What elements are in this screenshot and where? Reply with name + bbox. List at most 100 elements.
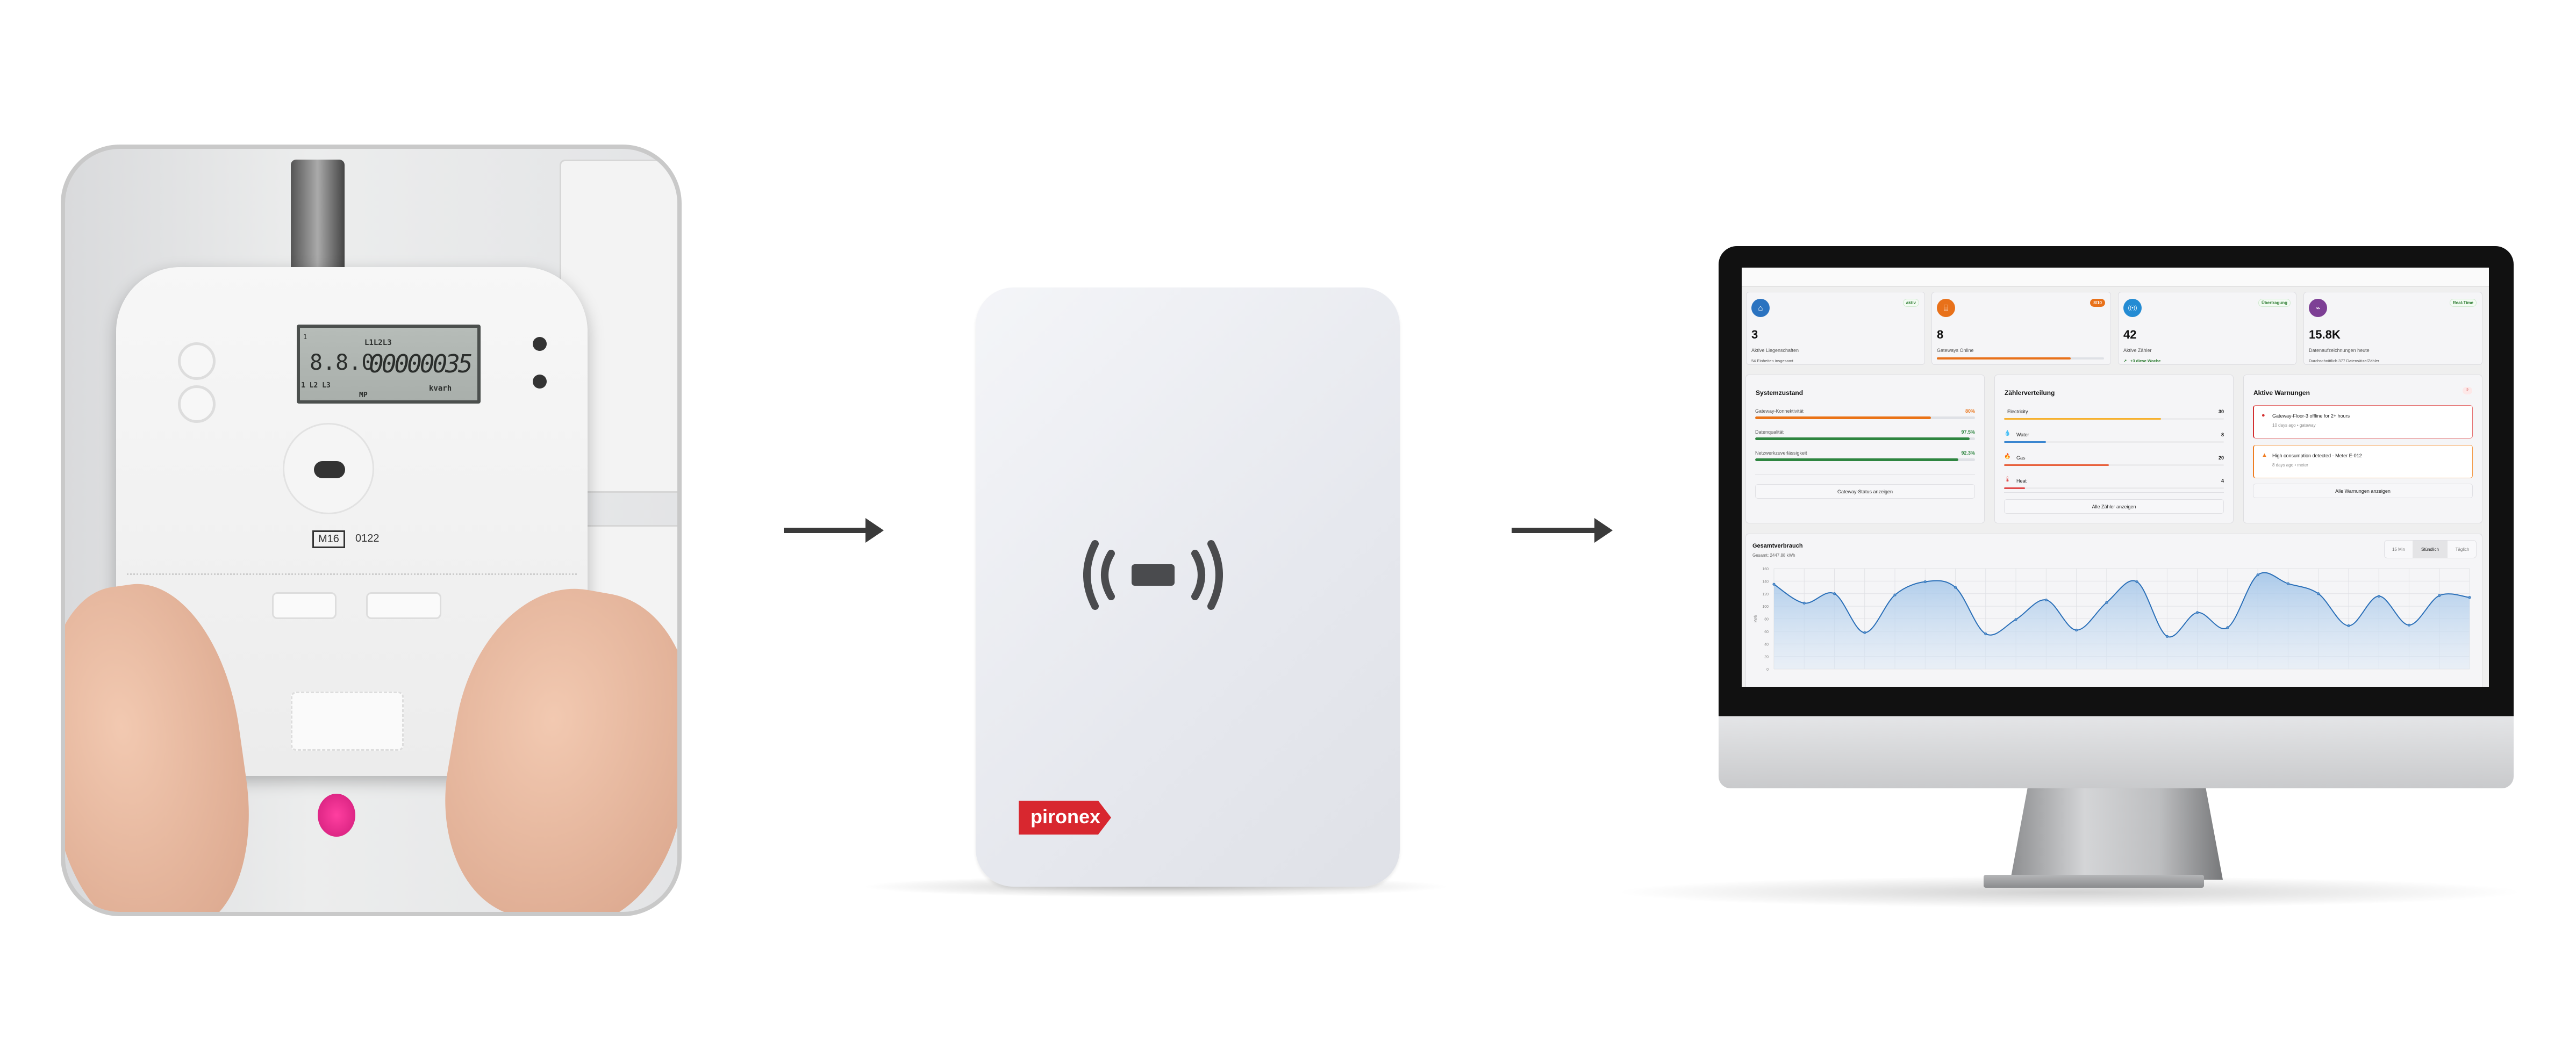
divider <box>2004 492 2224 493</box>
panel-title: Zählerverteilung <box>2005 389 2055 397</box>
health-label: Gateway-Konnektivität <box>1755 408 1804 414</box>
meter-type-bar <box>2004 418 2224 420</box>
kpi-badge: Übertragung <box>2258 299 2291 307</box>
kpi-sub: 54 Einheiten insgesamt <box>1751 358 1793 363</box>
led-indicator <box>533 337 547 351</box>
flame-icon: 🔥 <box>2004 454 2011 459</box>
lcd-marker: 1 <box>303 333 307 341</box>
led-indicator <box>533 375 547 389</box>
data-point <box>1863 631 1866 634</box>
kpi-label: Gateways Online <box>1937 348 1974 353</box>
data-point <box>2135 580 2138 584</box>
kpi-badge: 8/10 <box>2090 299 2105 307</box>
nfc-wireless-icon <box>1083 540 1223 610</box>
warnings-panel: Aktive Warnungen 2 ● Gateway-Floor-3 off… <box>2243 375 2482 523</box>
kpi-card-meters[interactable]: ((•)) Übertragung 42 Aktive Zähler ↗ +3 … <box>2118 292 2296 365</box>
data-point <box>2014 618 2017 621</box>
alert-item[interactable]: ▲ High consumption detected - Meter E-01… <box>2253 445 2473 478</box>
meter-distribution-panel: Zählerverteilung Alle Zähler anzeigen El… <box>1994 375 2234 523</box>
flow-arrow-icon <box>784 518 884 543</box>
y-tick-label: 20 <box>1764 656 1769 659</box>
range-daily[interactable]: Täglich <box>2455 547 2470 552</box>
all-meters-button[interactable]: Alle Zähler anzeigen <box>2004 499 2224 514</box>
monitor-stand-base <box>1984 875 2204 888</box>
meter-type-label: Water <box>2016 432 2029 437</box>
data-point <box>2196 611 2199 614</box>
meter-type-bar <box>2004 487 2224 489</box>
smart-meter-photo: 1 L1L2L3 8.8.0 00000035 1 L2 L3 MP kvarh… <box>61 145 682 916</box>
kpi-badge: aktiv <box>1902 299 1919 307</box>
meter-type-count: 4 <box>2221 478 2224 484</box>
pironex-logo: pironex <box>1019 801 1111 835</box>
panel-title: Aktive Warnungen <box>2253 389 2310 397</box>
lcd-phases-top: L1L2L3 <box>364 339 392 347</box>
kpi-badge: Real-Time <box>2449 299 2477 307</box>
dashboard-header <box>1742 268 2489 287</box>
kpi-label: Datenaufzeichnungen heute <box>2309 348 2370 353</box>
all-warnings-button[interactable]: Alle Warnungen anzeigen <box>2253 484 2473 498</box>
meter-type-label: Heat <box>2016 478 2027 484</box>
health-progress <box>1755 437 1975 440</box>
alert-meta: 10 days ago • gateway <box>2272 423 2316 428</box>
health-label: Datenqualität <box>1755 429 1784 435</box>
data-point <box>1772 583 1776 586</box>
lcd-left-digits: 8.8.0 <box>310 350 375 375</box>
meter-type-count: 30 <box>2218 409 2224 414</box>
chart-title: Gesamtverbrauch <box>1752 543 1803 549</box>
panel-title: Systemzustand <box>1756 389 1804 397</box>
meter-type-bar <box>2004 464 2224 466</box>
kpi-card-records[interactable]: ⌁ Real-Time 15.8K Datenaufzeichnungen he… <box>2303 292 2482 365</box>
seal-screw <box>178 342 216 380</box>
data-point <box>1923 580 1927 584</box>
data-point <box>2468 596 2471 599</box>
meter-model: M16 <box>312 530 345 548</box>
data-point <box>2286 582 2290 585</box>
system-health-panel: Systemzustand Gateway-Status anzeigen Ga… <box>1745 375 1985 523</box>
health-value: 97.5% <box>1961 429 1975 435</box>
water-drop-icon: 💧 <box>2004 430 2011 436</box>
data-point <box>2347 624 2350 627</box>
meter-year-code: 0122 <box>355 533 380 544</box>
y-tick-label: 100 <box>1762 605 1769 609</box>
kpi-label: Aktive Liegenschaften <box>1751 348 1799 353</box>
pulse-icon: ⌁ <box>2309 299 2327 317</box>
lcd-main-digits: 00000035 <box>369 349 473 378</box>
meter-type-bar <box>2004 441 2224 443</box>
meter-grille <box>127 573 577 584</box>
meter-button <box>366 592 441 619</box>
range-hourly[interactable]: Stündlich <box>2413 541 2448 558</box>
warnings-count-badge: 2 <box>2463 387 2472 394</box>
health-value: 80% <box>1965 408 1975 414</box>
consumption-area <box>1774 572 2470 669</box>
range-toggle: 15 Min Stündlich Täglich <box>2384 540 2477 558</box>
data-point <box>1893 593 1897 596</box>
alert-title: High consumption detected - Meter E-012 <box>2272 453 2362 458</box>
data-point <box>2105 601 2108 604</box>
data-point <box>1802 601 1806 605</box>
divider <box>1755 474 1975 475</box>
range-15min[interactable]: 15 Min <box>2392 547 2405 552</box>
kpi-value: 15.8K <box>2309 328 2341 341</box>
monitor-stand <box>2010 788 2223 880</box>
warning-icon: ▲ <box>2262 452 2267 458</box>
gateway-status-button[interactable]: Gateway-Status anzeigen <box>1755 484 1975 499</box>
optical-port <box>283 423 374 514</box>
alert-item[interactable]: ● Gateway-Floor-3 offline for 2+ hours 1… <box>2253 405 2473 438</box>
thermometer-icon: 🌡 <box>2004 477 2011 483</box>
data-point <box>1984 632 1987 636</box>
kpi-value: 8 <box>1937 328 1944 341</box>
monitor-chin <box>1719 716 2514 788</box>
kpi-value: 42 <box>2123 328 2137 341</box>
data-point <box>1833 592 1836 595</box>
kpi-card-gateways[interactable]: ⌸ 8/10 8 Gateways Online <box>1931 292 2111 365</box>
house-icon: ⌂ <box>1751 299 1770 317</box>
kpi-card-properties[interactable]: ⌂ aktiv 3 Aktive Liegenschaften 54 Einhe… <box>1746 292 1925 365</box>
y-axis-label: kWh <box>1754 615 1758 622</box>
error-icon: ● <box>2262 412 2265 419</box>
y-tick-label: 120 <box>1762 593 1769 596</box>
seal-screw <box>178 385 216 423</box>
signal-icon: ((•)) <box>2123 299 2142 317</box>
lcd-mode: MP <box>359 391 368 399</box>
chart-subtitle: Gesamt: 2447.88 kWh <box>1752 553 1795 558</box>
